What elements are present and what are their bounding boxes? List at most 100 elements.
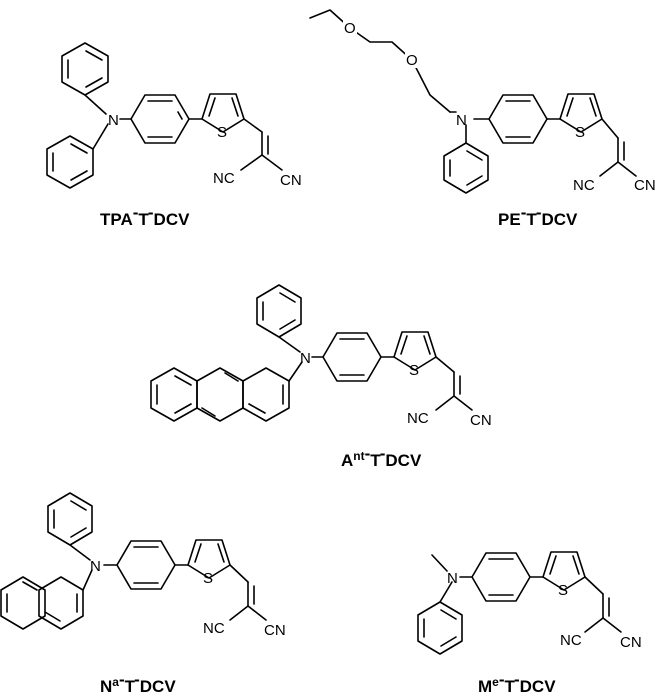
single-bond xyxy=(84,94,107,115)
single-bond xyxy=(92,123,109,150)
double-bond xyxy=(400,335,408,355)
single-bond xyxy=(82,569,93,591)
double-bond xyxy=(70,527,87,538)
double-bond xyxy=(440,609,457,620)
double-bond xyxy=(22,581,38,591)
compound-label-tpa: TPA-T-DCV xyxy=(100,203,190,229)
structure-pe-t-dcv: O O N S NC CN PE-T-DCV xyxy=(309,9,656,229)
double-bond xyxy=(572,555,580,575)
nitrile-right-label: CN xyxy=(264,622,286,639)
structure-ant-t-dcv: N S NC CN Ant-T-DCV xyxy=(150,284,492,470)
nitrogen-atom: N xyxy=(90,558,101,575)
double-bond xyxy=(44,611,61,622)
double-bond xyxy=(174,375,192,386)
single-bond xyxy=(584,576,604,595)
phenylene-ring xyxy=(471,552,531,602)
double-bond xyxy=(224,372,239,382)
nitrogen-atom: N xyxy=(447,570,458,587)
single-bond xyxy=(453,395,473,411)
anthracene-ring-right xyxy=(242,367,290,422)
double-bond xyxy=(279,319,296,330)
sulfur-atom: S xyxy=(575,124,585,141)
phenylene-ring xyxy=(488,94,548,144)
anthracene-ring-middle xyxy=(196,367,244,422)
anthracene-ring-left xyxy=(150,367,198,422)
double-bond xyxy=(217,543,225,563)
thiophene-ring xyxy=(201,93,245,133)
single-bond xyxy=(435,395,455,411)
single-bond xyxy=(599,161,619,177)
nitrile-right-label: CN xyxy=(634,177,656,194)
phenylene-ring xyxy=(322,332,382,382)
methyl-bond xyxy=(431,554,448,572)
nitrile-left-label: NC xyxy=(213,170,235,187)
double-bond xyxy=(85,77,103,88)
single-bond xyxy=(584,617,604,633)
double-bond xyxy=(70,170,88,181)
compound-label-ant: Ant-T-DCV xyxy=(341,444,422,470)
single-bond xyxy=(247,605,267,621)
nitrile-left-label: NC xyxy=(560,632,582,649)
double-bond xyxy=(85,50,103,61)
structure-tpa-t-dcv: N S NC CN TPA-T-DCV xyxy=(46,42,302,229)
naphthalene-ring-right xyxy=(38,576,84,630)
double-bond xyxy=(566,97,574,117)
double-bond xyxy=(440,636,457,647)
nitrile-left-label: NC xyxy=(573,177,595,194)
oxygen-atom: O xyxy=(406,52,418,69)
single-bond xyxy=(435,356,455,373)
single-bond xyxy=(229,605,249,621)
compound-label-na: Na-T-DCV xyxy=(100,670,176,696)
single-bond xyxy=(602,617,622,633)
single-bond xyxy=(439,581,453,603)
thiophene-ring xyxy=(393,331,437,371)
naphthalene-ring-left xyxy=(0,576,46,630)
phenyl-ring xyxy=(417,601,463,655)
phenylene-ring xyxy=(116,540,176,590)
phenyl-ring xyxy=(61,42,109,96)
nitrile-left-label: NC xyxy=(407,410,429,427)
nitrogen-atom: N xyxy=(456,112,467,129)
double-bond xyxy=(194,543,202,563)
sulfur-atom: S xyxy=(409,362,419,379)
single-bond xyxy=(288,361,303,382)
compound-label-me: Me-T-DCV xyxy=(478,670,556,696)
single-bond xyxy=(617,161,637,177)
phenyl-ring xyxy=(443,142,489,194)
structure-na-t-dcv: N S NC CN Na-T-DCV xyxy=(0,492,286,696)
structure-me-t-dcv: N S NC CN Me-T-DCV xyxy=(417,551,642,696)
double-bond xyxy=(589,97,597,117)
double-bond xyxy=(177,111,183,120)
single-bond xyxy=(261,154,283,171)
double-bond xyxy=(248,403,266,414)
double-bond xyxy=(201,407,216,417)
thiophene-ring xyxy=(559,93,603,133)
compound-label-pe: PE-T-DCV xyxy=(498,203,578,229)
oxygen-atom: O xyxy=(344,20,356,37)
single-bond xyxy=(240,154,263,171)
ethoxyethoxyethyl-chain xyxy=(309,9,451,113)
nitrile-left-label: NC xyxy=(203,620,225,637)
double-bond xyxy=(70,143,88,154)
single-bond xyxy=(243,118,263,133)
phenylene-ring xyxy=(130,94,190,144)
double-bond xyxy=(423,335,431,355)
single-bond xyxy=(601,118,619,139)
single-bond xyxy=(69,544,91,561)
thiophene-ring xyxy=(187,539,231,579)
double-bond xyxy=(174,403,192,414)
double-bond xyxy=(208,97,216,117)
double-bond xyxy=(231,97,239,117)
double-bond xyxy=(466,150,483,161)
nitrogen-atom: N xyxy=(300,350,311,367)
nitrogen-atom: N xyxy=(108,112,119,129)
double-bond xyxy=(466,175,483,186)
nitrile-right-label: CN xyxy=(620,634,642,651)
double-bond xyxy=(70,500,87,511)
sulfur-atom: S xyxy=(217,124,227,141)
single-bond xyxy=(278,336,301,353)
sulfur-atom: S xyxy=(203,570,213,587)
sulfur-atom: S xyxy=(558,582,568,599)
double-bond xyxy=(279,292,296,303)
